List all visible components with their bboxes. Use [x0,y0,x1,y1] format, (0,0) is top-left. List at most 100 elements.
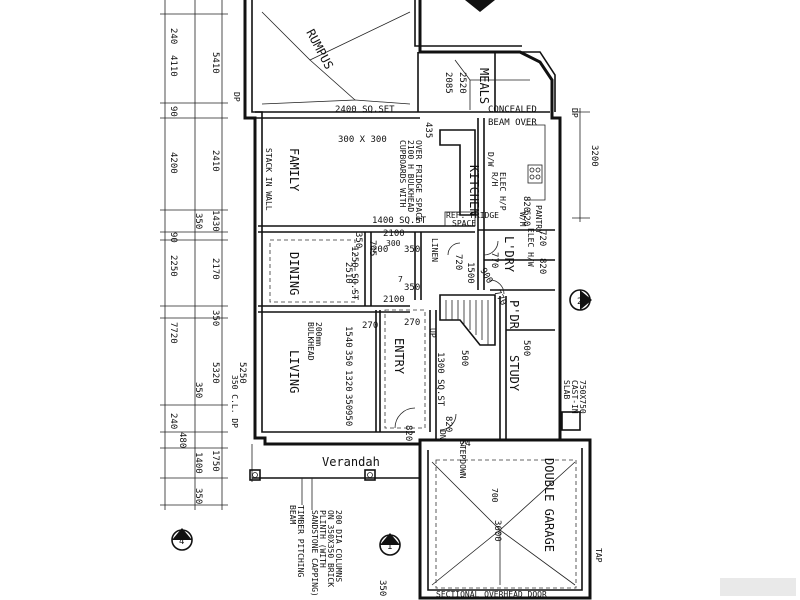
note-elec-hw: ELEC H/W [526,228,535,267]
section-marker-1: 1 [379,533,401,556]
dim-2100-a: 2100 [383,229,405,239]
dim-720-b: 720 [537,230,547,246]
room-dining: DINING [287,252,301,295]
dim-left-480: 480 [177,432,187,448]
dim-left-1750: 1750 [210,450,220,472]
room-pantry: PANTRY [534,205,543,234]
dim-350-d: 350 [343,350,353,366]
note-300x300: 300 X 300 [338,135,387,145]
note-cupboards-1: CUPBOARDS WITH [398,140,407,208]
dim-1500: 1500 [465,262,475,284]
note-cast-in-3: SLAB [562,380,571,399]
dim-meals-2520: 2520 [457,72,467,94]
dim-3200: 3200 [589,145,599,167]
dim-700: 700 [490,488,499,503]
note-2400-sq-set: 2400 SQ.SET [335,105,395,115]
note-sectional-door: SECTIONAL OVERHEAD DOOR [436,590,547,599]
note-tap: TAP [594,548,603,563]
dim-left-5410: 5410 [210,52,220,74]
dim-1320: 1320 [343,370,353,392]
note-columns-1: 200 DIA COLUMNS [334,510,343,582]
room-study: STUDY [507,355,521,392]
dim-500-a: 500 [521,340,531,356]
room-living: LIVING [287,350,301,393]
note-wm: W/M [518,212,527,227]
room-linen: LINEN [430,238,439,262]
note-up: UP [428,328,437,338]
dim-770-a: 770 [489,252,499,268]
dim-5250: 5250 [237,362,247,384]
meals-roof-lines [454,59,530,110]
room-family: FAMILY [287,148,301,192]
dim-left-2170: 2170 [210,258,220,280]
rumpus-roof-lines [261,11,411,105]
dim-300: 300 [386,239,401,248]
dim-left-350b: 350 [193,382,203,398]
watermark-badge [720,578,796,596]
section-marker-2: 2 [569,289,592,311]
garage-roof-lines [431,461,576,586]
dim-left-1430: 1430 [210,210,220,232]
room-laundry: L'DRY [502,236,516,273]
note-1300-sq-st: 1300 SQ.ST [435,352,445,407]
dim-270-a: 270 [362,321,378,331]
note-bulkhead-1: 200mm [314,322,323,346]
note-cupboards-3: OVER FRIDGE SPACE [414,140,423,222]
dim-left-5320: 5320 [210,362,220,384]
section-marker-4: 4 [171,528,193,551]
note-ref-space-2: SPACE [452,219,476,228]
note-cl-dp: 350 C.L. DP [230,375,239,428]
note-timber-1: TIMBER PITCHING [296,505,305,577]
internal-walls [255,51,556,440]
kitchen-benches [439,124,546,227]
verandah [249,444,420,510]
garage-parking-outline [435,459,577,589]
section-marker-top [465,0,495,12]
dim-3600: 3600 [492,520,502,542]
note-stack-in-wall: STACK IN WALL [264,148,273,211]
note-cast-in-1: 750X750 [578,380,587,414]
dim-left-350: 350 [193,213,203,229]
dim-500-b: 500 [459,350,469,366]
dim-left-2410: 2410 [210,150,220,172]
room-entry: ENTRY [392,338,406,375]
svg-text:4: 4 [179,537,184,547]
stairs [439,294,496,346]
note-columns-3: PLINTH (WITH [318,510,327,568]
note-columns-4: SANDSTONE CAPPING) [310,510,319,597]
note-1400-sq-st: 1400 SQ.ST [372,216,427,226]
dim-left-90b: 90 [168,232,178,243]
note-columns-2: ON 350X350 BRICK [326,510,335,587]
dim-350-a: 350 [353,232,363,248]
note-bulkhead-2: BULKHEAD [306,322,315,361]
dim-720: 720 [453,254,463,270]
note-step-down: STEPDOWN [458,440,467,479]
svg-text:2: 2 [577,297,582,307]
dim-350-c: 350 [404,283,420,293]
dim-350-b: 350 [404,245,420,255]
note-ref-space-1: REF. FRIDGE [446,211,499,220]
dim-meals-435: 435 [423,122,433,138]
room-powder: P'DR [507,300,521,330]
dim-350-bottom: 350 [377,580,387,596]
dim-820-b: 820 [521,196,531,212]
door-swings [394,240,505,431]
svg-text:1: 1 [387,542,392,552]
dim-left-240-top: 240 [168,28,178,44]
note-elec-hp: ELEC H/P [498,172,507,211]
dim-2100-b: 2100 [383,295,405,305]
note-1250-sq-st: 1250 SQ.ST [349,246,359,301]
dim-950: 950 [343,410,353,426]
dim-24: 24 [460,439,471,449]
dim-left-90: 90 [168,106,178,117]
room-verandah: Verandah [322,455,380,469]
note-dp-right: DP [570,108,579,118]
column-left [249,469,261,481]
note-dn: DN [438,430,447,440]
dimension-3200: 3200 [572,108,599,222]
room-kitchen: KITCHEN [467,165,481,216]
cast-in-slab [561,411,581,431]
note-dw: D/W [486,152,495,167]
dim-745: 745 [367,240,377,256]
